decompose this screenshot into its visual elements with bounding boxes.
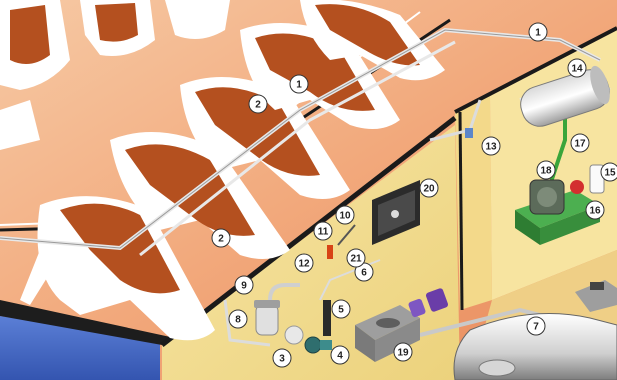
callout-c4: 4 bbox=[331, 346, 349, 364]
callout-c17: 17 bbox=[571, 134, 589, 152]
callout-c2b: 2 bbox=[212, 229, 230, 247]
callout-number: 2 bbox=[218, 234, 224, 245]
callout-c3: 3 bbox=[273, 349, 291, 367]
callout-c18: 18 bbox=[537, 161, 555, 179]
callout-number: 16 bbox=[589, 206, 601, 217]
callout-number: 7 bbox=[533, 322, 539, 333]
callout-number: 8 bbox=[235, 315, 241, 326]
callout-number: 4 bbox=[337, 351, 343, 362]
callout-c9: 9 bbox=[235, 276, 253, 294]
callout-c7: 7 bbox=[527, 317, 545, 335]
callout-c2a: 2 bbox=[249, 95, 267, 113]
callout-c20: 20 bbox=[420, 179, 438, 197]
callout-number: 6 bbox=[361, 268, 367, 279]
callout-number: 14 bbox=[571, 64, 583, 75]
callout-number: 5 bbox=[338, 305, 344, 316]
callout-number: 13 bbox=[485, 142, 497, 153]
callout-c16: 16 bbox=[586, 201, 604, 219]
callout-number: 2 bbox=[255, 100, 261, 111]
callout-number: 10 bbox=[339, 211, 351, 222]
callout-number: 18 bbox=[540, 166, 552, 177]
callout-number: 20 bbox=[423, 184, 435, 195]
callout-number: 1 bbox=[296, 80, 302, 91]
callout-number: 21 bbox=[350, 254, 362, 265]
callout-c1a: 1 bbox=[290, 75, 308, 93]
callout-number: 17 bbox=[574, 139, 586, 150]
callout-c8: 8 bbox=[229, 310, 247, 328]
callout-c12: 12 bbox=[295, 254, 313, 272]
callout-number: 9 bbox=[241, 281, 247, 292]
vacuum-sensor bbox=[465, 128, 473, 138]
callout-c15: 15 bbox=[601, 163, 617, 181]
callout-number: 11 bbox=[318, 227, 329, 238]
pressure-regulator bbox=[327, 245, 333, 259]
callout-number: 19 bbox=[397, 348, 409, 359]
callout-c1b: 1 bbox=[529, 23, 547, 41]
callout-number: 1 bbox=[535, 28, 541, 39]
filter bbox=[323, 300, 331, 336]
callout-number: 3 bbox=[279, 354, 285, 365]
callout-c5: 5 bbox=[332, 300, 350, 318]
wall-corner-edge bbox=[460, 112, 462, 310]
callout-c19: 19 bbox=[394, 343, 412, 361]
callout-c11: 11 bbox=[314, 222, 332, 240]
callout-c10: 10 bbox=[336, 206, 354, 224]
callout-c13: 13 bbox=[482, 137, 500, 155]
callout-number: 12 bbox=[298, 259, 310, 270]
callout-c14: 14 bbox=[568, 59, 586, 77]
callout-number: 15 bbox=[604, 168, 616, 179]
callout-c21: 21 bbox=[347, 249, 365, 267]
